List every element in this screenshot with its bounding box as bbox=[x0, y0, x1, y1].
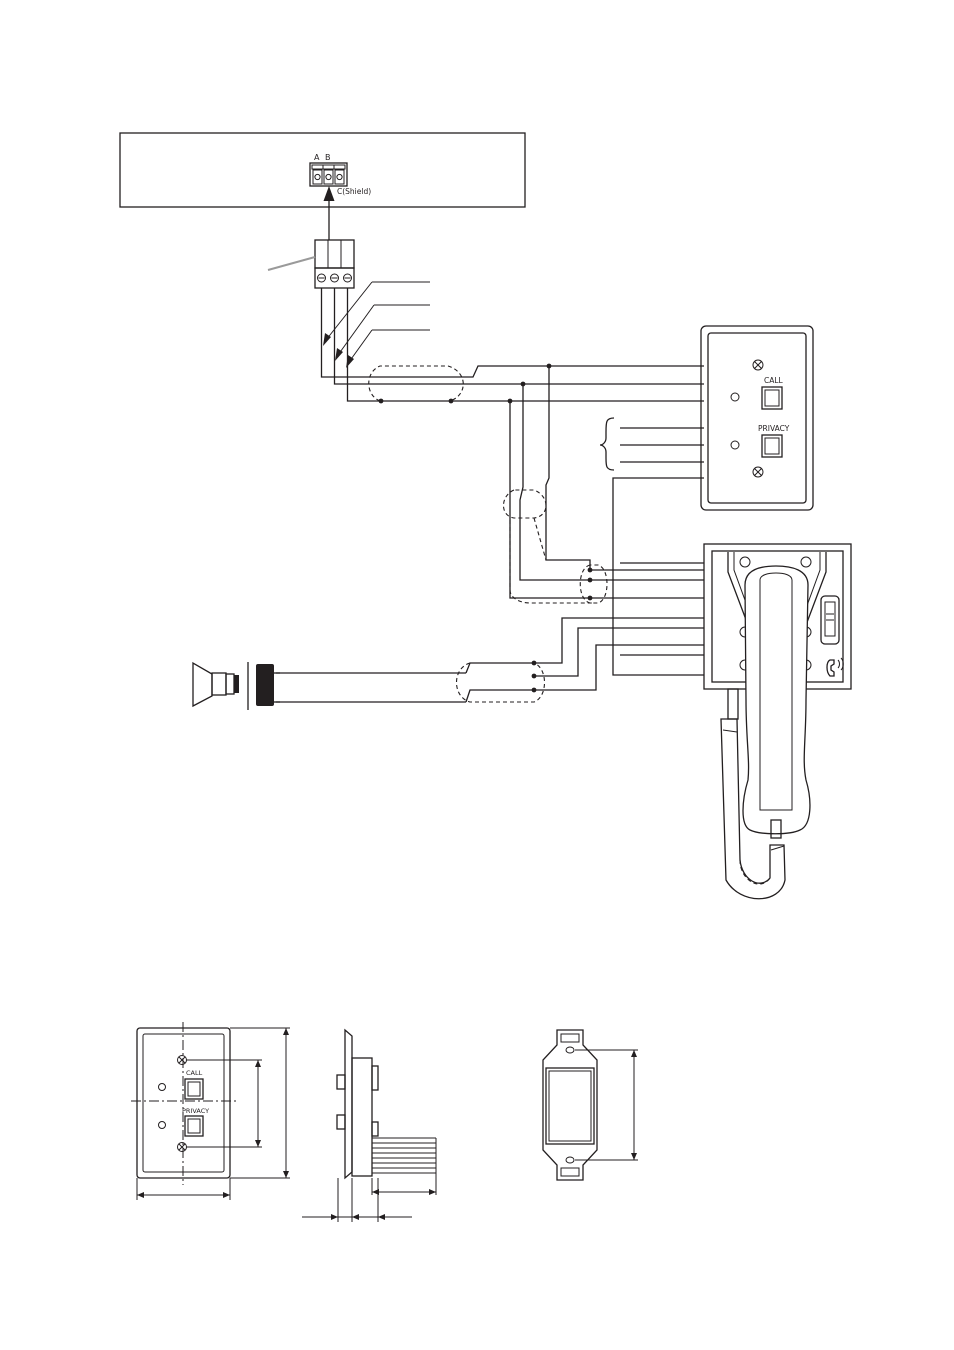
plug-connector bbox=[315, 240, 354, 288]
screw-icon bbox=[753, 360, 763, 370]
privacy-label: PRIVACY bbox=[758, 424, 790, 433]
wire-bracket bbox=[600, 418, 614, 470]
insert-arrow bbox=[324, 186, 335, 240]
control-panel: CALL PRIVACY bbox=[701, 326, 813, 510]
screw-icon bbox=[178, 1056, 187, 1065]
terminal-label-a: A bbox=[314, 153, 320, 162]
terminal-label-b: B bbox=[325, 153, 331, 162]
shield-loops bbox=[369, 366, 607, 702]
shield-label: C(Shield) bbox=[337, 187, 371, 196]
handset bbox=[743, 566, 810, 838]
dimension-side-view bbox=[302, 1030, 436, 1222]
plug-leader-line bbox=[268, 257, 315, 270]
phone-icon bbox=[827, 658, 843, 676]
privacy-indicator-lamp bbox=[731, 441, 739, 449]
dim-call-label: CALL bbox=[186, 1069, 203, 1077]
speaker bbox=[193, 662, 280, 710]
dim-privacy-label: PRIVACY bbox=[182, 1107, 209, 1115]
dimension-bracket-view bbox=[543, 1030, 638, 1180]
junction-dots bbox=[379, 364, 593, 693]
screw-icon bbox=[178, 1143, 187, 1152]
dimension-front-view: CALL PRIVACY bbox=[131, 1022, 290, 1200]
call-indicator-lamp bbox=[731, 393, 739, 401]
screw-icon bbox=[753, 467, 763, 477]
call-label: CALL bbox=[764, 376, 784, 385]
amplifier-unit: A B C(Shield) bbox=[120, 133, 525, 207]
wire-leaders bbox=[323, 282, 430, 368]
amplifier-terminal-block bbox=[310, 163, 347, 186]
wiring bbox=[276, 288, 704, 702]
